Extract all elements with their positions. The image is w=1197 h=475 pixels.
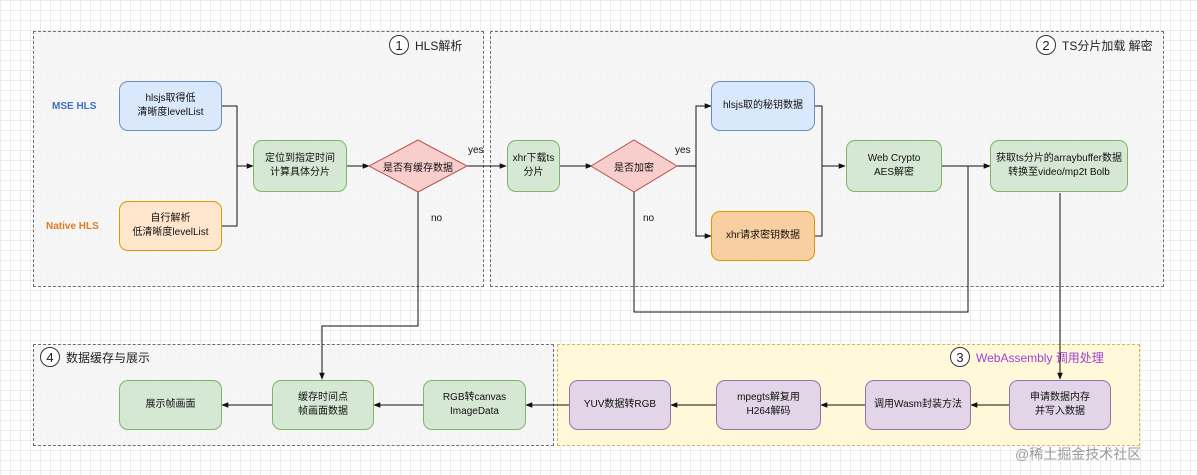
decision-encrypt-shape [590, 139, 678, 193]
node-self-parse-levellist: 自行解析 低清晰度levelList [119, 201, 222, 251]
watermark-text: @稀土掘金技术社区 [1015, 446, 1142, 462]
group-4-label: 数据缓存与展示 [66, 350, 151, 365]
mse-hls-label: MSE HLS [52, 101, 97, 112]
node-get-arraybuffer: 获取ts分片的arraybuffer数据 转换至video/mp2t Bolb [990, 140, 1128, 192]
group-3-label: WebAssembly 调用处理 [976, 350, 1104, 365]
decision-cache-shape [367, 139, 469, 193]
node-rgb-to-canvas: RGB转canvas ImageData [423, 380, 526, 430]
node-alloc-memory: 申请数据内存 并写入数据 [1009, 380, 1111, 430]
node-hlsjs-key: hlsjs取的秘钥数据 [711, 81, 815, 131]
edge-label-no-encrypt: no [643, 213, 655, 224]
edge-label-no-cache: no [431, 213, 443, 224]
node-xhr-download-ts: xhr下载ts 分片 [507, 140, 560, 192]
decision-has-cache: 是否有缓存数据 [383, 162, 453, 174]
group-2-label: TS分片加载 解密 [1062, 38, 1153, 53]
step-number-4: 4 [40, 347, 60, 367]
node-xhr-request-key: xhr请求密钥数据 [711, 211, 815, 261]
group-1-label: HLS解析 [415, 38, 463, 53]
native-hls-label: Native HLS [46, 221, 99, 232]
group-1-title: 1 HLS解析 [389, 35, 462, 55]
node-show-frame: 展示帧画面 [119, 380, 222, 430]
group-2-title: 2 TS分片加载 解密 [1036, 35, 1153, 55]
group-4-title: 4 数据缓存与展示 [40, 347, 150, 367]
edge-label-yes-cache: yes [468, 145, 484, 156]
step-number-3: 3 [950, 347, 970, 367]
node-hlsjs-levellist: hlsjs取得低 清晰度levelList [119, 81, 222, 131]
node-cache-frame: 缓存时间点 帧画面数据 [272, 380, 374, 430]
step-number-2: 2 [1036, 35, 1056, 55]
group-3-title: 3 WebAssembly 调用处理 [950, 347, 1104, 367]
edge-label-yes-encrypt: yes [675, 145, 691, 156]
decision-is-encrypted: 是否加密 [614, 162, 654, 174]
node-mpegts-demux: mpegts解复用 H264解码 [716, 380, 821, 430]
node-call-wasm: 调用Wasm封装方法 [865, 380, 971, 430]
node-yuv-to-rgb: YUV数据转RGB [569, 380, 671, 430]
step-number-1: 1 [389, 35, 409, 55]
node-locate-time-segment: 定位到指定时间 计算具体分片 [253, 140, 347, 192]
node-web-crypto-decrypt: Web Crypto AES解密 [846, 140, 942, 192]
